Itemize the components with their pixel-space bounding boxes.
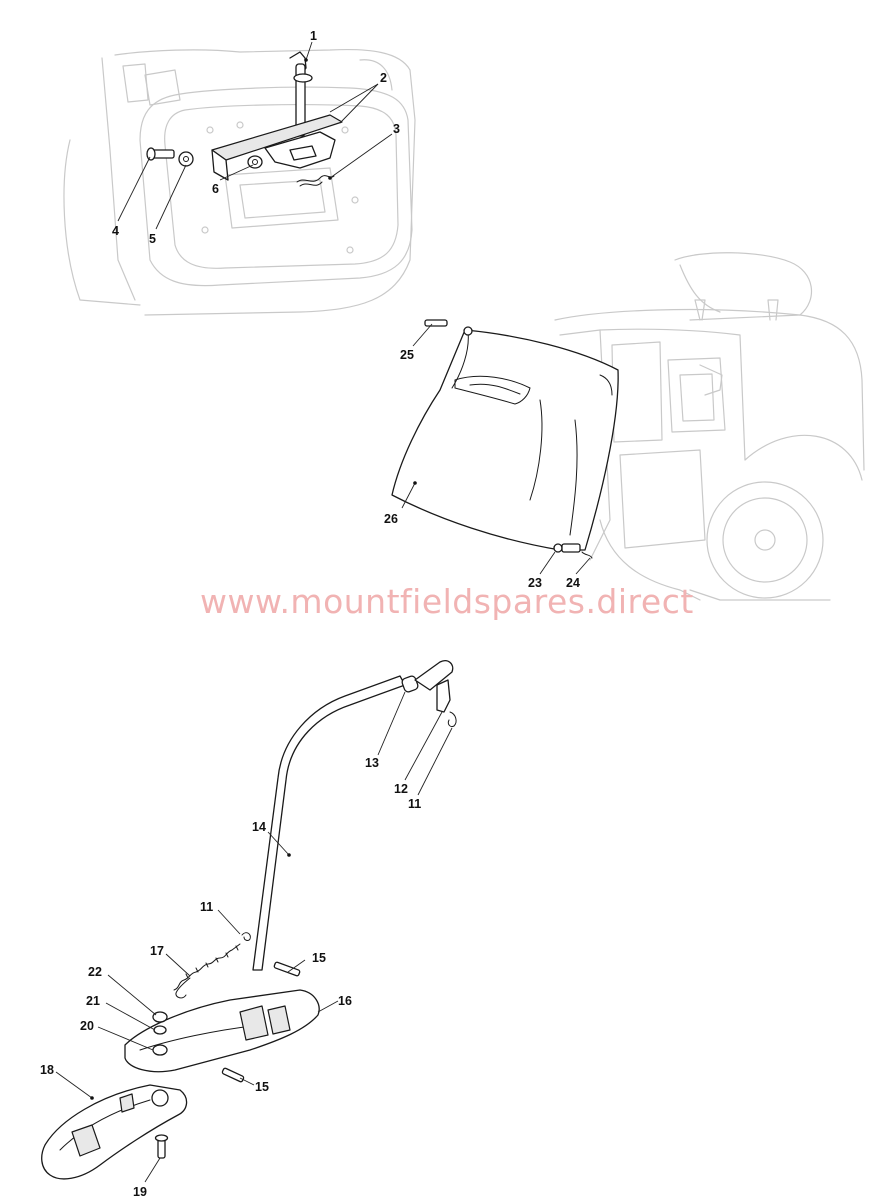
callout-21: 21 xyxy=(86,994,100,1008)
callout-19: 19 xyxy=(133,1185,147,1199)
callout-25: 25 xyxy=(400,348,414,362)
callout-15-lower: 15 xyxy=(255,1080,269,1094)
callout-15-upper: 15 xyxy=(312,951,326,965)
callout-12: 12 xyxy=(394,782,408,796)
callout-labels: 1 2 3 4 5 6 25 26 23 24 13 12 11 14 11 1… xyxy=(40,29,580,1199)
callout-18: 18 xyxy=(40,1063,54,1077)
hitch-parts xyxy=(146,51,343,187)
collector-cover xyxy=(391,319,619,559)
lever-assembly xyxy=(41,660,457,1180)
callout-26: 26 xyxy=(384,512,398,526)
watermark: www.mountfieldspares.direct xyxy=(200,582,694,621)
callout-5: 5 xyxy=(149,232,156,246)
callout-14: 14 xyxy=(252,820,266,834)
callout-1: 1 xyxy=(310,29,317,43)
callout-4: 4 xyxy=(112,224,119,238)
callout-24: 24 xyxy=(566,576,580,590)
callout-17: 17 xyxy=(150,944,164,958)
callout-22: 22 xyxy=(88,965,102,979)
callout-2: 2 xyxy=(380,71,387,85)
callout-6: 6 xyxy=(212,182,219,196)
rear-panel-ghost xyxy=(63,48,416,316)
callout-16: 16 xyxy=(338,994,352,1008)
leader-lines xyxy=(55,41,591,1183)
callout-23: 23 xyxy=(528,576,542,590)
callout-11-upper: 11 xyxy=(408,797,421,811)
callout-3: 3 xyxy=(393,122,400,136)
callout-11-lower: 11 xyxy=(200,900,213,914)
callout-13: 13 xyxy=(365,756,379,770)
callout-20: 20 xyxy=(80,1019,94,1033)
